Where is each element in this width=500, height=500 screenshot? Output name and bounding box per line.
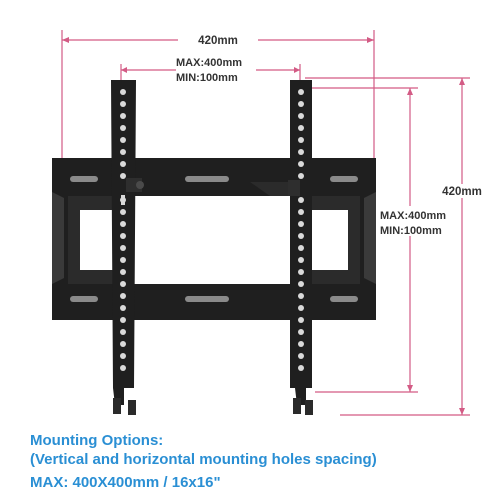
height-total-dimension: 420mm	[305, 77, 486, 416]
width-min-label: MIN:100mm	[176, 72, 238, 84]
left-vertical-arm	[111, 80, 144, 415]
mounting-options-title: Mounting Options:	[30, 432, 164, 449]
max-spec-label: MAX: 400X400mm / 16x16"	[30, 474, 221, 491]
width-total-dimension: 420mm	[61, 30, 375, 160]
width-max-label: MAX:400mm	[176, 57, 242, 69]
wall-plate	[52, 158, 376, 320]
height-total-label: 420mm	[442, 186, 482, 198]
height-min-label: MIN:100mm	[380, 225, 442, 237]
width-range-dimension: MAX:400mm MIN:100mm	[120, 55, 301, 86]
mounting-options-subtitle: (Vertical and horizontal mounting holes …	[30, 451, 377, 468]
height-max-label: MAX:400mm	[380, 210, 446, 222]
width-total-label: 420mm	[198, 35, 238, 47]
right-vertical-arm	[288, 80, 313, 415]
height-range-dimension: MAX:400mm MIN:100mm	[305, 87, 458, 393]
